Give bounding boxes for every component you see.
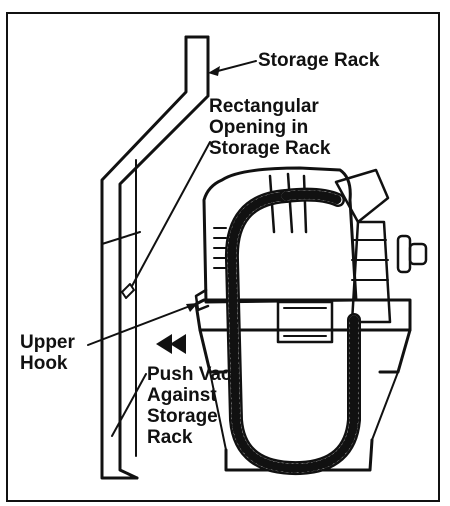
label-upper-hook: Upper Hook [20,332,75,374]
storage-rack-arrowhead [208,66,220,76]
storage-rack-leader [213,60,257,73]
push-direction-arrows [156,334,186,354]
vacuum-hose [224,187,361,476]
rectangular-opening-leader [131,141,211,287]
upper-hook-arrowhead [186,303,198,312]
label-push-vac: Push Vac Against Storage Rack [147,364,232,448]
label-storage-rack: Storage Rack [258,50,380,71]
label-rectangular-opening: Rectangular Opening in Storage Rack [209,96,331,159]
upper-hook-leader [87,305,191,346]
rectangular-opening-shape [121,283,135,299]
storage-rack-shape [100,35,210,480]
push-vac-leader [111,373,147,437]
diagram-border [6,12,440,502]
